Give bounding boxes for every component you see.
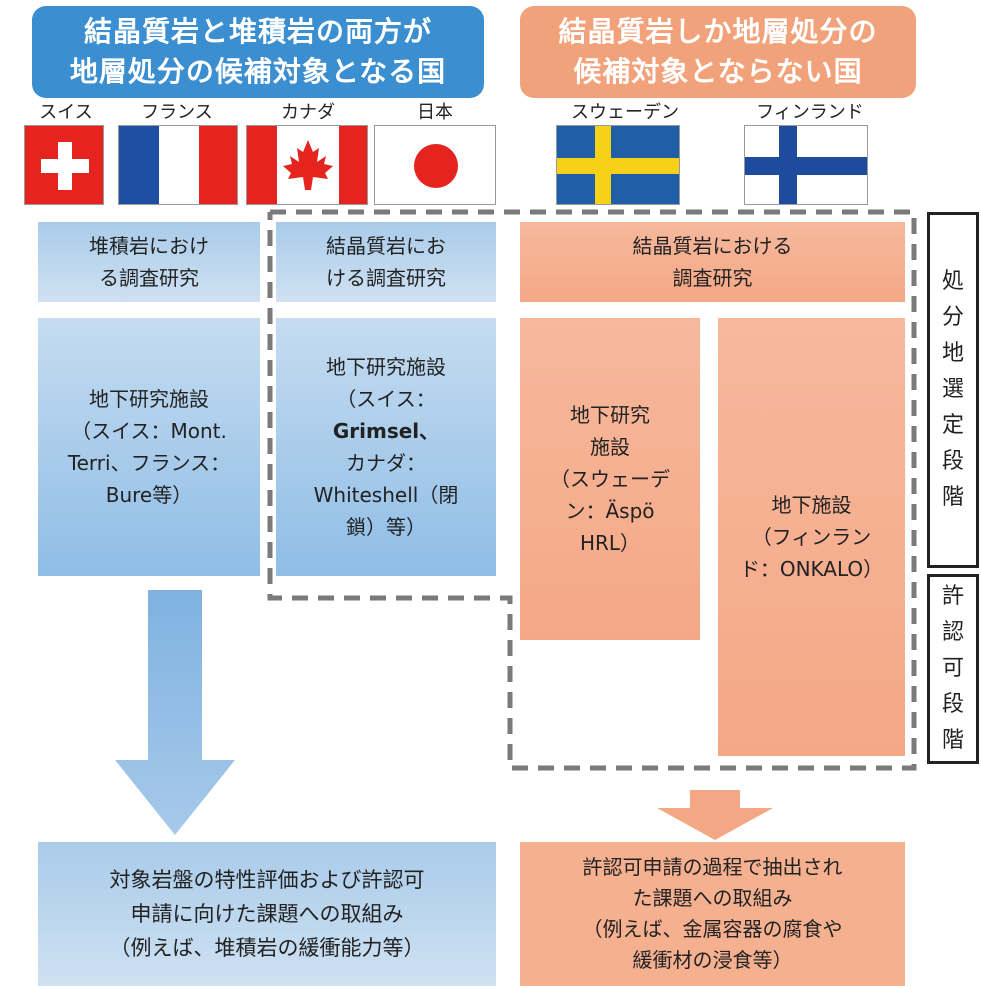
outcome-right-line2: た課題への取組み <box>632 886 793 910</box>
site-selection-char1: 処 <box>941 269 964 294</box>
licensing-char5: 階 <box>941 728 964 753</box>
country-label-swiss: スイス <box>39 102 93 123</box>
outcome-right-line3: （例えば、金属容器の腐食や <box>582 917 843 941</box>
sedimentary-facility-line3: Terri、フランス： <box>67 451 231 475</box>
crystalline-left-facility-line5: Whiteshell（閉 <box>313 483 459 507</box>
country-label-japan: 日本 <box>417 102 453 123</box>
sedimentary-facility-line4: Bure等） <box>105 483 193 507</box>
header-both-rock-types: 結晶質岩と堆積岩の両方が 地層処分の候補対象となる国 <box>32 6 484 98</box>
outcome-box-right: 許認可申請の過程で抽出され た課題への取組み （例えば、金属容器の腐食や 緩衝材… <box>520 842 905 986</box>
finland-facility-line2: （フィンラン <box>751 525 872 549</box>
country-label-finland: フィンランド <box>756 102 864 123</box>
country-label-canada: カナダ <box>281 102 335 123</box>
header-left-line2: 地層処分の候補対象となる国 <box>69 55 447 88</box>
france-flag-icon <box>118 125 238 205</box>
licensing-char1: 許 <box>941 584 964 609</box>
sedimentary-facility-line1: 地下研究施設 <box>89 387 209 411</box>
header-right-line1: 結晶質岩しか地層処分の <box>558 15 878 48</box>
outcome-left-line3: （例えば、堆積岩の緩衝能力等） <box>109 936 425 960</box>
country-label-sweden: スウェーデン <box>571 102 679 123</box>
crystalline-left-facility-line6: 鎖）等） <box>346 515 426 539</box>
outcome-right-line4: 緩衝材の浸食等） <box>632 948 793 972</box>
sweden-facility-line1: 地下研究 <box>570 403 650 427</box>
site-selection-char6: 段 <box>941 449 964 474</box>
country-label-france: フランス <box>141 102 213 123</box>
licensing-char2: 認 <box>941 620 964 645</box>
licensing-stage-label: 許 認 可 段 階 <box>927 574 979 764</box>
site-selection-char2: 分 <box>941 305 964 330</box>
sweden-facility-line4: ン：Äspö <box>565 499 655 523</box>
outcome-left-line2: 申請に向けた課題への取組み <box>130 902 404 926</box>
japan-flag-icon <box>374 125 496 205</box>
sedimentary-research-box: 堆積岩におけ る調査研究 <box>38 222 260 302</box>
site-selection-char7: 階 <box>941 485 964 510</box>
finland-facility-line3: ド：ONKALO） <box>739 557 884 581</box>
sweden-flag-icon <box>556 125 680 205</box>
sweden-facility-line2: 施設 <box>590 435 630 459</box>
down-arrow-blue-icon <box>115 590 235 835</box>
crystalline-left-facility-line1: 地下研究施設 <box>326 355 446 379</box>
crystalline-right-research-line1: 結晶質岩における <box>632 234 793 258</box>
finland-facility-box: 地下施設 （フィンラン ド：ONKALO） <box>718 318 905 756</box>
finland-facility-line1: 地下施設 <box>771 493 852 517</box>
crystalline-left-facility-line3: Grimsel、 <box>332 419 440 443</box>
site-selection-char4: 選 <box>941 377 964 402</box>
sedimentary-research-line1: 堆積岩におけ <box>89 234 209 258</box>
header-crystalline-only: 結晶質岩しか地層処分の 候補対象とならない国 <box>520 6 916 98</box>
site-selection-char5: 定 <box>941 413 964 438</box>
crystalline-left-research-line2: ける調査研究 <box>326 266 446 290</box>
sedimentary-facility-box: 地下研究施設 （スイス：Mont. Terri、フランス： Bure等） <box>38 318 260 576</box>
licensing-char4: 段 <box>941 692 964 717</box>
crystalline-left-research-line1: 結晶質岩にお <box>326 234 446 258</box>
site-selection-char3: 地 <box>941 341 964 366</box>
crystalline-left-facility-line4: カナダ： <box>346 451 426 475</box>
licensing-char3: 可 <box>941 656 964 681</box>
outcome-left-line1: 対象岩盤の特性評価および許認可 <box>109 868 425 892</box>
sweden-facility-line3: （スウェーデ <box>550 467 670 491</box>
outcome-right-line1: 許認可申請の過程で抽出され <box>582 855 843 879</box>
crystalline-left-facility-line2: （スイス： <box>336 387 436 411</box>
crystalline-right-research-line2: 調査研究 <box>672 266 753 290</box>
crystalline-facility-box-left: 地下研究施設 （スイス： Grimsel、 カナダ： Whiteshell（閉 … <box>276 318 496 576</box>
header-right-line2: 候補対象とならない国 <box>573 55 863 88</box>
site-selection-stage-label: 処 分 地 選 定 段 階 <box>927 212 979 568</box>
canada-flag-icon <box>246 125 368 205</box>
sweden-facility-box: 地下研究 施設 （スウェーデ ン：Äspö HRL） <box>520 318 700 640</box>
swiss-flag-icon <box>24 125 104 205</box>
down-arrow-orange-icon <box>657 790 773 840</box>
sweden-facility-line5: HRL） <box>579 531 641 555</box>
sedimentary-facility-line2: （スイス：Mont. <box>71 419 227 443</box>
crystalline-research-box-right: 結晶質岩における 調査研究 <box>520 222 905 302</box>
header-left-line1: 結晶質岩と堆積岩の両方が <box>83 15 432 48</box>
finland-flag-icon <box>744 125 868 205</box>
crystalline-research-box-left: 結晶質岩にお ける調査研究 <box>276 222 496 302</box>
outcome-box-left: 対象岩盤の特性評価および許認可 申請に向けた課題への取組み （例えば、堆積岩の緩… <box>38 842 496 986</box>
sedimentary-research-line2: る調査研究 <box>99 266 199 290</box>
